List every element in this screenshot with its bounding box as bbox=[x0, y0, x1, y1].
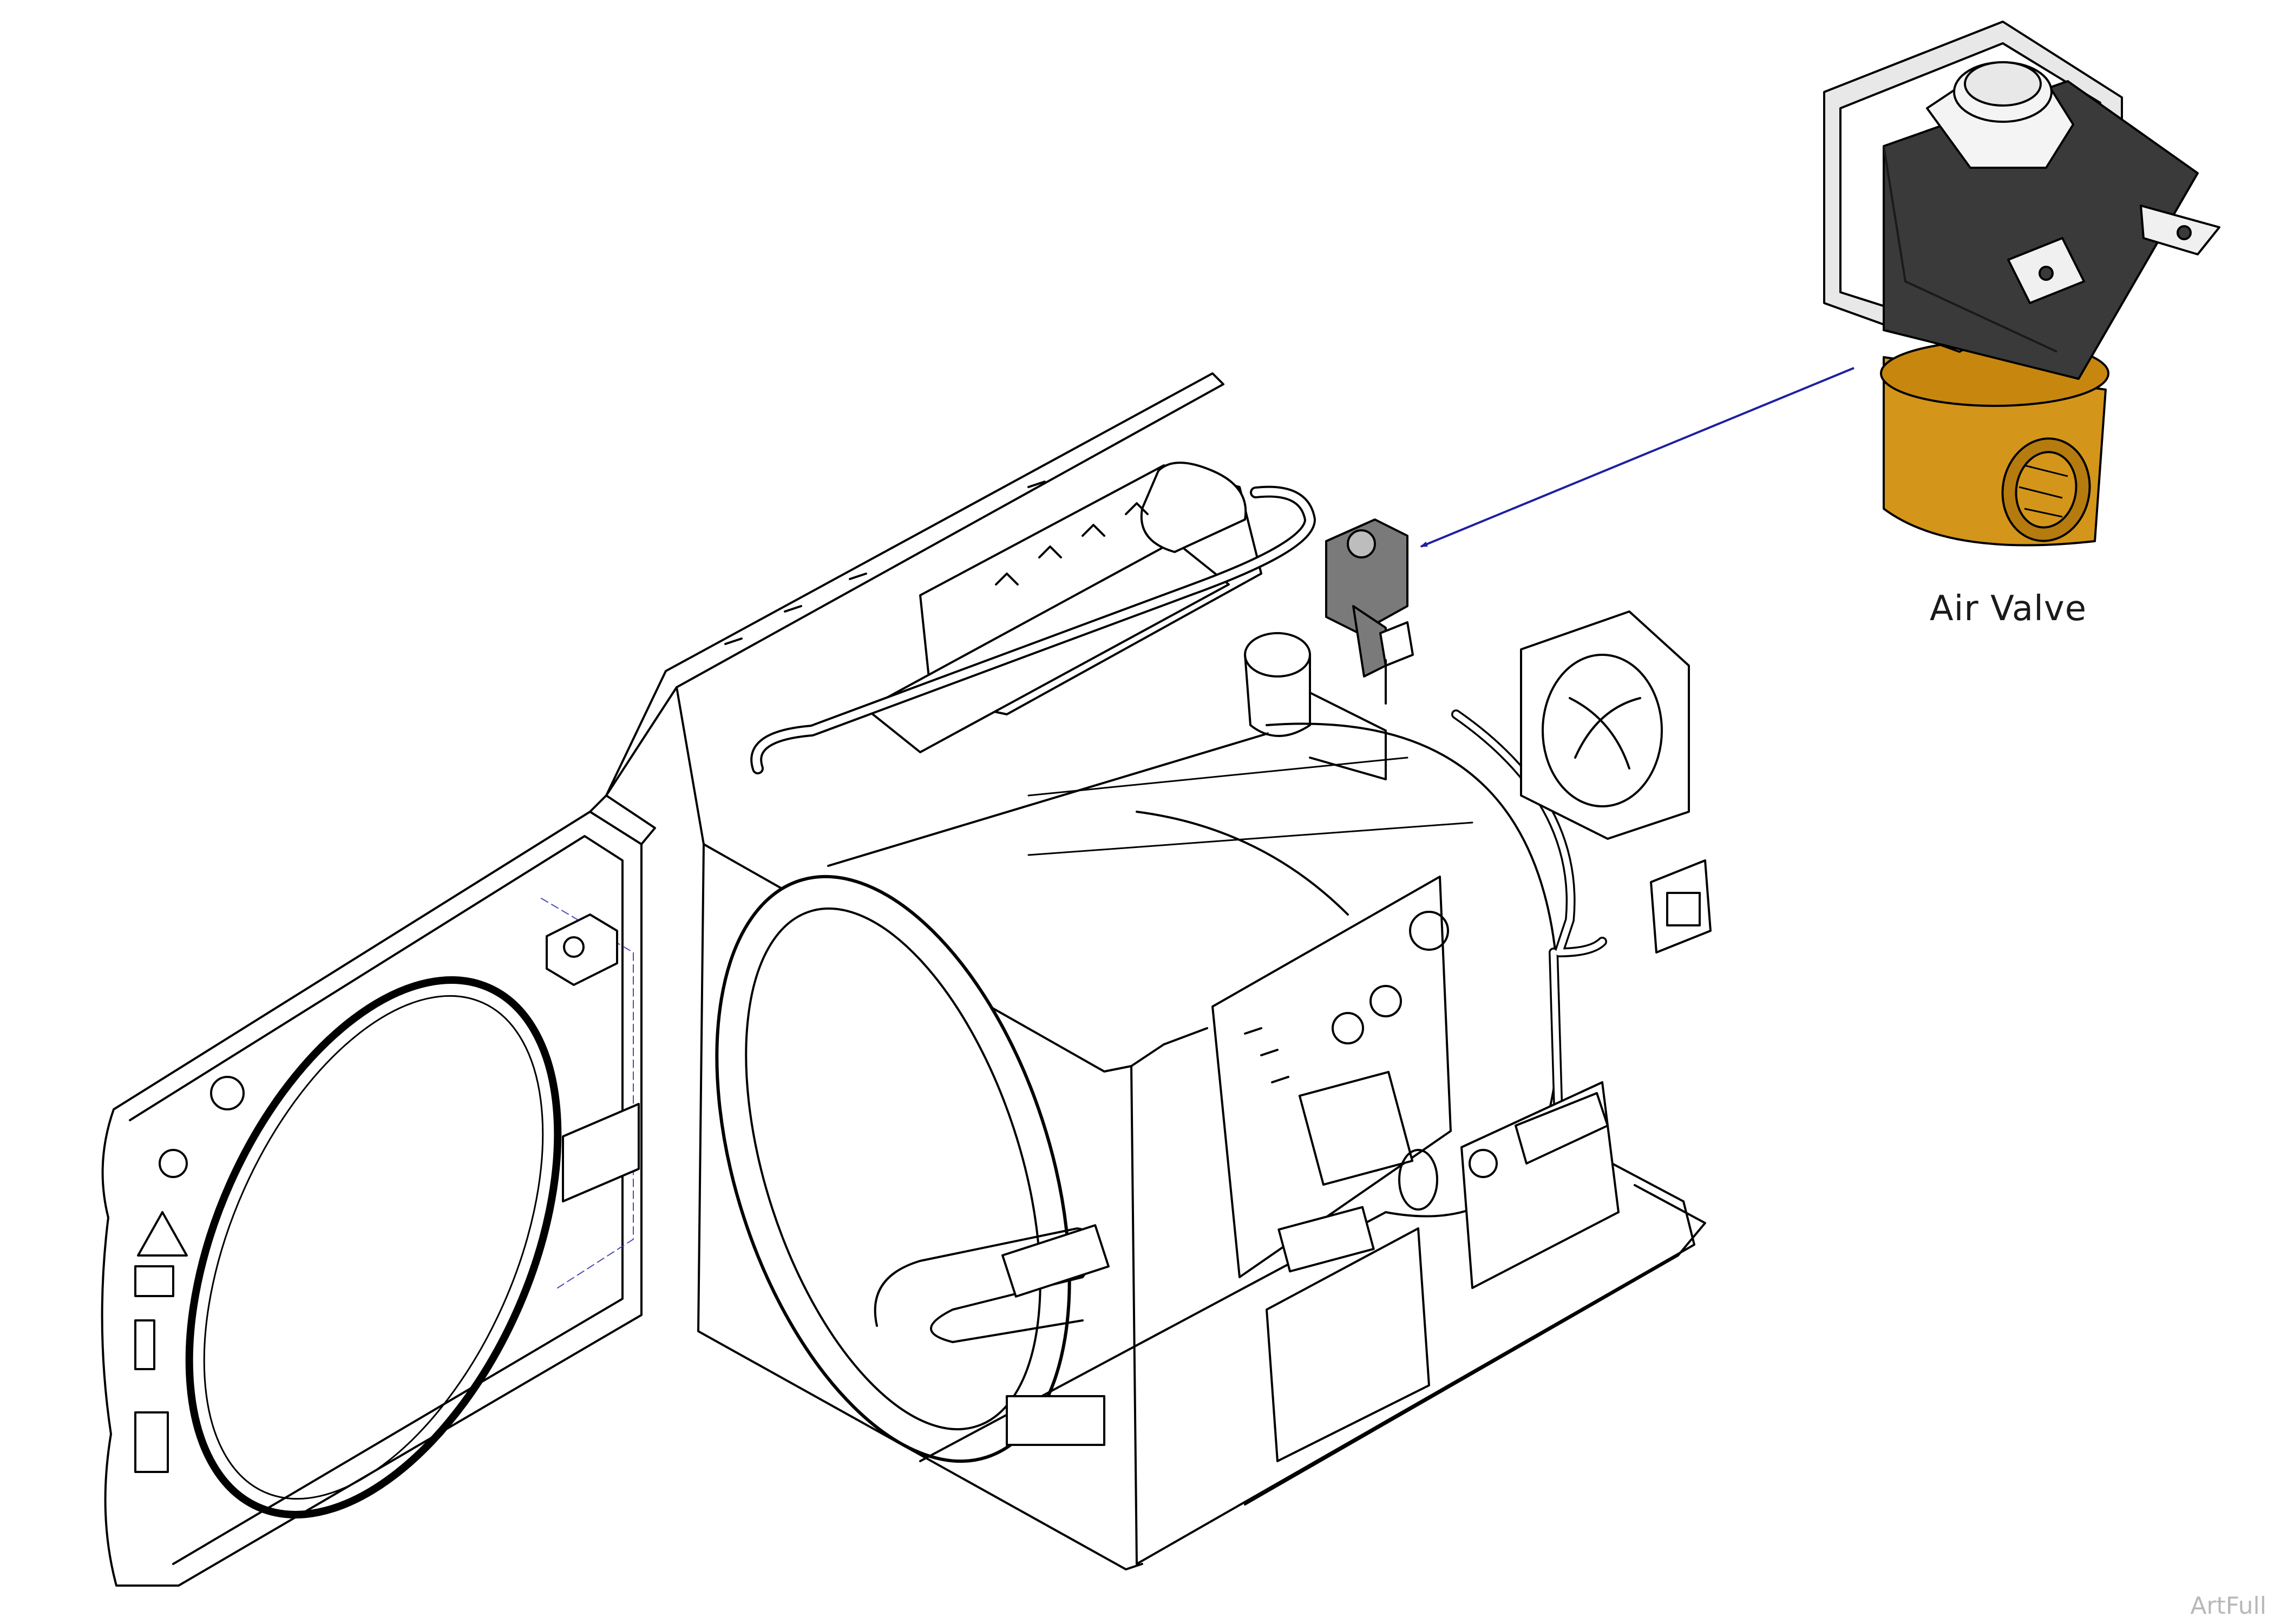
power-connector bbox=[1650, 859, 1712, 954]
door-panel bbox=[101, 794, 656, 1587]
air-valve-detail-icon bbox=[1823, 21, 2220, 547]
heating-element bbox=[874, 1224, 1110, 1446]
tubing-inner bbox=[752, 488, 1314, 772]
sterilizer-assembly-drawing bbox=[101, 372, 1712, 1587]
circuit-board bbox=[1211, 876, 1452, 1278]
chamber-front-ring bbox=[715, 875, 1071, 1463]
steam-fitting bbox=[1244, 632, 1387, 780]
air-valve-installed bbox=[1325, 518, 1414, 705]
reservoir-tank bbox=[865, 462, 1262, 753]
watermark-text: ArtFull bbox=[2190, 1592, 2266, 1620]
air-valve-label: Air Valve bbox=[1929, 589, 2087, 629]
cooling-fan bbox=[1520, 610, 1690, 840]
lower-compartment bbox=[1266, 1081, 1620, 1462]
callout-arrow bbox=[1420, 367, 1854, 548]
